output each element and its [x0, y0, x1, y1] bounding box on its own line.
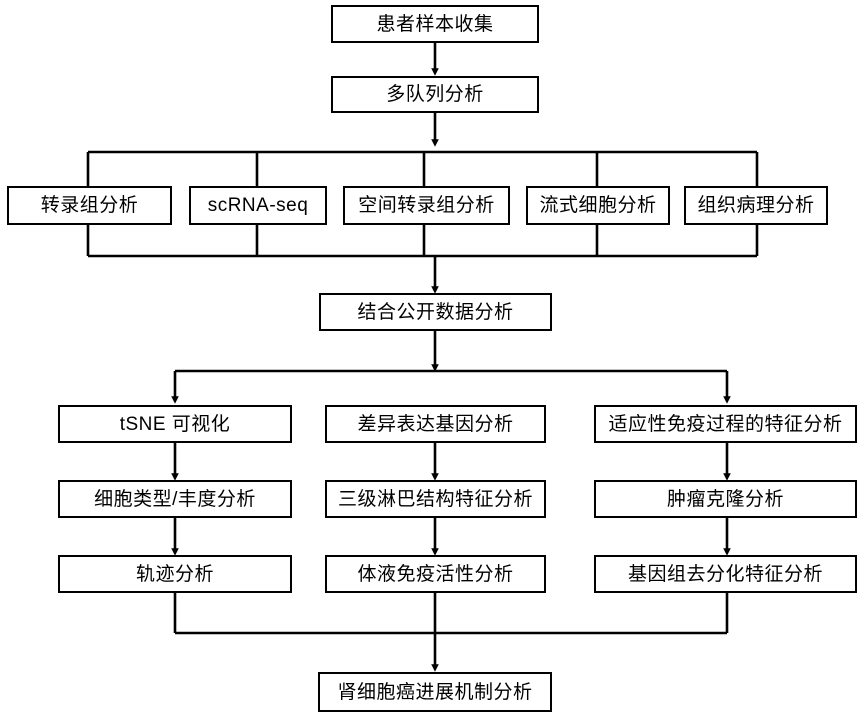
- node-tertiary-lymphoid-structure-analysis[interactable]: 三级淋巴结构特征分析: [325, 480, 546, 518]
- node-tumor-clone-analysis[interactable]: 肿瘤克隆分析: [594, 480, 857, 518]
- node-humoral-immune-activity-analysis[interactable]: 体液免疫活性分析: [325, 555, 546, 593]
- node-label: 空间转录组分析: [358, 195, 495, 216]
- node-rcc-progression-mechanism-analysis[interactable]: 肾细胞癌进展机制分析: [318, 672, 552, 712]
- node-public-data-integration-analysis[interactable]: 结合公开数据分析: [319, 293, 552, 331]
- node-label: 适应性免疫过程的特征分析: [608, 413, 843, 435]
- node-label: 组织病理分析: [697, 195, 815, 216]
- node-label: 患者样本收集: [376, 13, 494, 35]
- node-label: 流式细胞分析: [539, 195, 657, 216]
- platform-distribution-bus: [86, 150, 759, 186]
- node-cell-type-abundance-analysis[interactable]: 细胞类型/丰度分析: [58, 480, 292, 518]
- conclusion-merge-bus: [173, 593, 729, 672]
- node-label: 轨迹分析: [135, 563, 214, 585]
- node-genomic-dedifferentiation-feature-analysis[interactable]: 基因组去分化特征分析: [594, 555, 857, 593]
- node-label: 结合公开数据分析: [357, 301, 514, 323]
- node-label: 差异表达基因分析: [357, 413, 514, 435]
- node-label: 肾细胞癌进展机制分析: [337, 681, 533, 703]
- node-label: 转录组分析: [40, 195, 139, 216]
- node-tsne-visualization[interactable]: tSNE 可视化: [58, 405, 292, 443]
- node-label: tSNE 可视化: [119, 413, 231, 435]
- node-label: 肿瘤克隆分析: [666, 488, 784, 510]
- node-patient-sample-collection[interactable]: 患者样本收集: [331, 5, 539, 43]
- node-differential-gene-expression-analysis[interactable]: 差异表达基因分析: [325, 405, 546, 443]
- node-spatial-transcriptome-analysis[interactable]: 空间转录组分析: [343, 186, 510, 225]
- edge-integration-to-branch-bus: [171, 331, 731, 404]
- node-adaptive-immune-process-feature-analysis[interactable]: 适应性免疫过程的特征分析: [594, 405, 857, 443]
- node-multi-cohort-analysis[interactable]: 多队列分析: [331, 76, 539, 113]
- platform-merge-bus: [86, 225, 759, 294]
- node-label: 细胞类型/丰度分析: [94, 488, 256, 510]
- node-label: 体液免疫活性分析: [357, 563, 514, 585]
- node-label: 基因组去分化特征分析: [627, 563, 823, 585]
- node-transcriptome-analysis[interactable]: 转录组分析: [7, 186, 172, 225]
- node-scrna-seq[interactable]: scRNA-seq: [189, 186, 327, 225]
- node-label: scRNA-seq: [207, 195, 309, 216]
- node-histopathology-analysis[interactable]: 组织病理分析: [684, 186, 828, 225]
- node-label: 多队列分析: [386, 84, 484, 105]
- node-label: 三级淋巴结构特征分析: [337, 488, 533, 510]
- node-flow-cytometry-analysis[interactable]: 流式细胞分析: [526, 186, 670, 225]
- node-trajectory-analysis[interactable]: 轨迹分析: [58, 555, 292, 593]
